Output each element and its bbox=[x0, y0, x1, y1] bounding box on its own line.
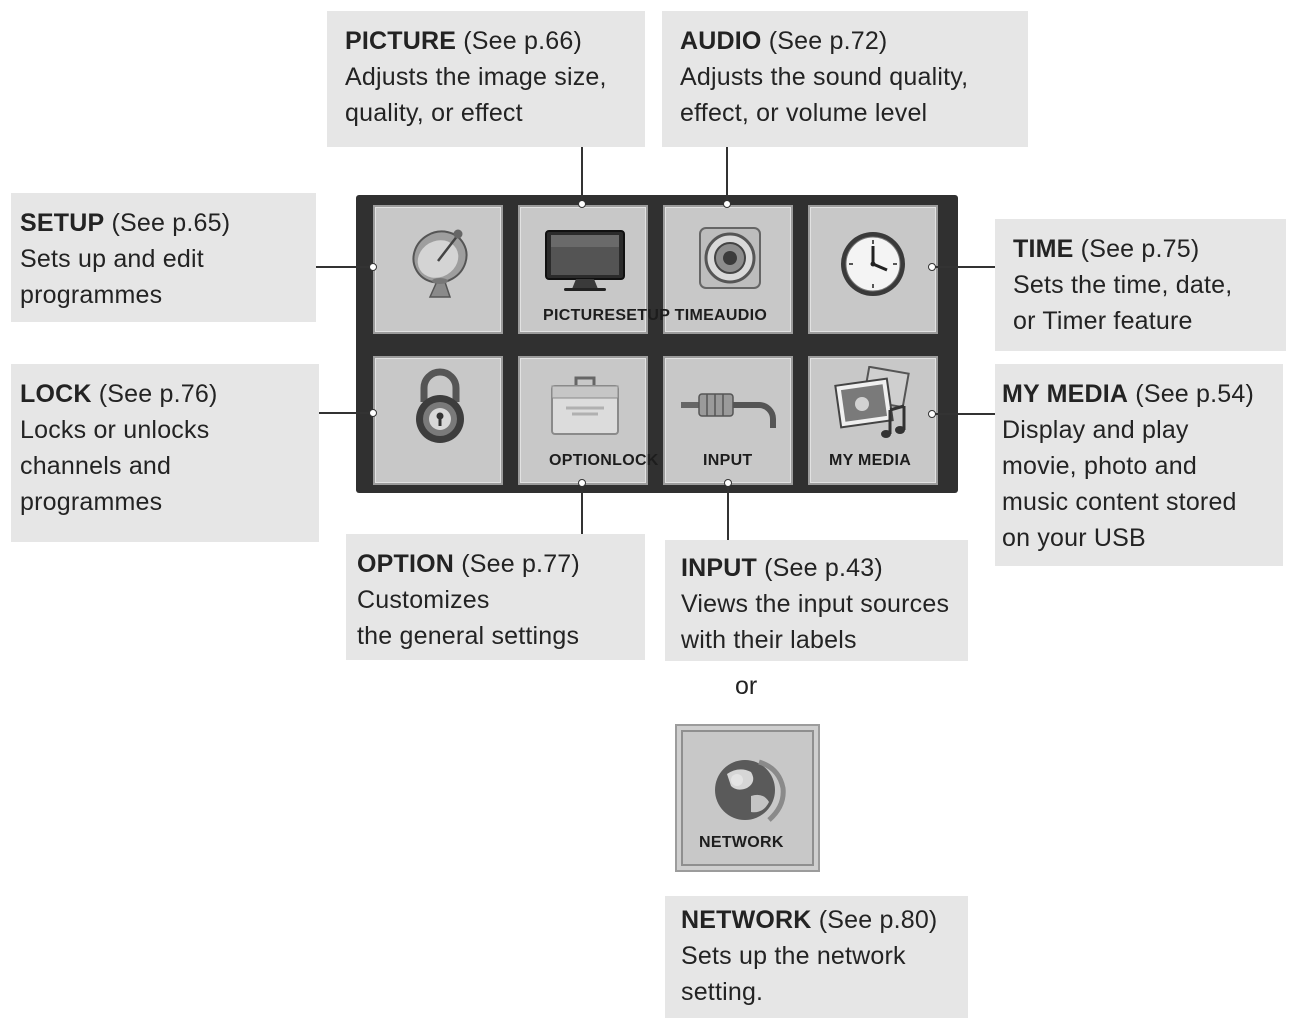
time-tile[interactable] bbox=[808, 205, 938, 334]
my-media-label: MY MEDIA bbox=[829, 452, 912, 469]
picture-callout-title: PICTURE bbox=[345, 27, 457, 55]
setup-connector bbox=[316, 266, 374, 268]
option-callout-line: the general settings bbox=[357, 622, 580, 650]
input-callout-ref: (See p.43) bbox=[757, 554, 883, 582]
time-callout: TIME (See p.75) Sets the time, date, or … bbox=[995, 219, 1286, 351]
picture-connector-dot bbox=[578, 200, 586, 208]
my-media-callout-line: music content stored bbox=[1002, 488, 1237, 516]
time-callout-ref: (See p.75) bbox=[1073, 235, 1200, 263]
option-connector bbox=[581, 482, 583, 534]
time-connector bbox=[934, 266, 995, 268]
lock-connector bbox=[319, 412, 374, 414]
network-tile-label: NETWORK bbox=[699, 834, 784, 851]
picture-callout-ref: (See p.66) bbox=[456, 27, 583, 55]
audio-callout-ref: (See p.72) bbox=[761, 27, 888, 55]
my-media-tile[interactable] bbox=[808, 356, 938, 485]
setup-callout-line: Sets up and edit bbox=[20, 245, 204, 273]
setup-callout-ref: (See p.65) bbox=[104, 209, 231, 237]
my-media-callout-line: on your USB bbox=[1002, 524, 1146, 552]
lock-callout: LOCK (See p.76) Locks or unlocks channel… bbox=[11, 364, 319, 542]
setup-callout-title: SETUP bbox=[20, 209, 105, 237]
setup-tile[interactable] bbox=[373, 205, 503, 334]
network-callout-line: Sets up the network bbox=[681, 942, 906, 970]
time-callout-title: TIME bbox=[1013, 235, 1074, 263]
network-callout-title: NETWORK bbox=[681, 906, 812, 934]
lock-callout-title: LOCK bbox=[20, 380, 92, 408]
globe-icon bbox=[715, 759, 786, 822]
network-callout-line: setting. bbox=[681, 978, 764, 1006]
input-label: INPUT bbox=[703, 452, 753, 469]
option-connector-dot bbox=[578, 479, 586, 487]
option-lock-label: OPTIONLOCK bbox=[549, 452, 659, 469]
input-callout: INPUT (See p.43) Views the input sources… bbox=[665, 540, 968, 661]
cable-plug-icon bbox=[681, 393, 776, 428]
lock-callout-line: Locks or unlocks bbox=[20, 416, 210, 444]
setup-connector-dot bbox=[369, 263, 377, 271]
lock-callout-line: channels and bbox=[20, 452, 172, 480]
option-callout: OPTION (See p.77) Customizes the general… bbox=[346, 534, 645, 660]
input-connector-dot bbox=[724, 479, 732, 487]
input-tile[interactable] bbox=[663, 356, 793, 485]
input-callout-line: with their labels bbox=[681, 626, 857, 654]
audio-callout-line: Adjusts the sound quality, bbox=[680, 63, 969, 91]
or-text: or bbox=[735, 672, 758, 700]
clock-icon bbox=[841, 232, 905, 296]
my-media-connector-dot bbox=[928, 410, 936, 418]
network-callout: NETWORK (See p.80) Sets up the network s… bbox=[665, 896, 968, 1018]
my-media-callout-line: Display and play bbox=[1002, 416, 1189, 444]
audio-connector-dot bbox=[723, 200, 731, 208]
lock-connector-dot bbox=[369, 409, 377, 417]
media-photos-icon bbox=[834, 366, 910, 438]
setup-callout-line: programmes bbox=[20, 281, 163, 309]
picture-tile[interactable] bbox=[518, 205, 648, 334]
time-callout-line: Sets the time, date, bbox=[1013, 271, 1233, 299]
input-callout-line: Views the input sources bbox=[681, 590, 950, 618]
input-callout-title: INPUT bbox=[681, 554, 757, 582]
audio-callout-title: AUDIO bbox=[680, 27, 762, 55]
lock-callout-line: programmes bbox=[20, 488, 163, 516]
toolbox-icon bbox=[551, 376, 619, 435]
speaker-icon bbox=[699, 227, 761, 289]
audio-tile[interactable] bbox=[663, 205, 793, 334]
lock-tile[interactable] bbox=[373, 356, 503, 485]
option-callout-ref: (See p.77) bbox=[454, 550, 580, 578]
main-menu-frame: PICTURESETUP TIMEAUDIO bbox=[356, 195, 958, 493]
audio-connector bbox=[726, 147, 728, 204]
time-connector-dot bbox=[928, 263, 936, 271]
option-callout-line: Customizes bbox=[357, 586, 490, 614]
input-connector bbox=[727, 482, 729, 540]
option-tile[interactable] bbox=[518, 356, 648, 485]
audio-callout: AUDIO (See p.72) Adjusts the sound quali… bbox=[662, 11, 1028, 147]
my-media-callout-line: movie, photo and bbox=[1002, 452, 1197, 480]
picture-connector bbox=[581, 147, 583, 204]
row1-menu-label: PICTURESETUP TIMEAUDIO bbox=[543, 307, 768, 324]
padlock-icon bbox=[416, 368, 464, 443]
lock-callout-ref: (See p.76) bbox=[91, 380, 218, 408]
my-media-callout: MY MEDIA (See p.54) Display and play mov… bbox=[995, 364, 1283, 566]
my-media-callout-title: MY MEDIA bbox=[1002, 380, 1129, 408]
option-callout-title: OPTION bbox=[357, 550, 455, 578]
network-tile[interactable]: NETWORK bbox=[675, 724, 820, 872]
network-callout-ref: (See p.80) bbox=[811, 906, 938, 934]
setup-callout: SETUP (See p.65) Sets up and edit progra… bbox=[11, 193, 316, 322]
audio-callout-line: effect, or volume level bbox=[680, 99, 928, 127]
picture-callout-line: Adjusts the image size, bbox=[345, 63, 607, 91]
picture-callout-line: quality, or effect bbox=[345, 99, 523, 127]
my-media-connector bbox=[934, 413, 995, 415]
time-callout-line: or Timer feature bbox=[1013, 307, 1193, 335]
tv-icon bbox=[545, 230, 625, 291]
satellite-dish-icon bbox=[412, 229, 468, 298]
picture-callout: PICTURE (See p.66) Adjusts the image siz… bbox=[327, 11, 645, 147]
my-media-callout-ref: (See p.54) bbox=[1128, 380, 1255, 408]
